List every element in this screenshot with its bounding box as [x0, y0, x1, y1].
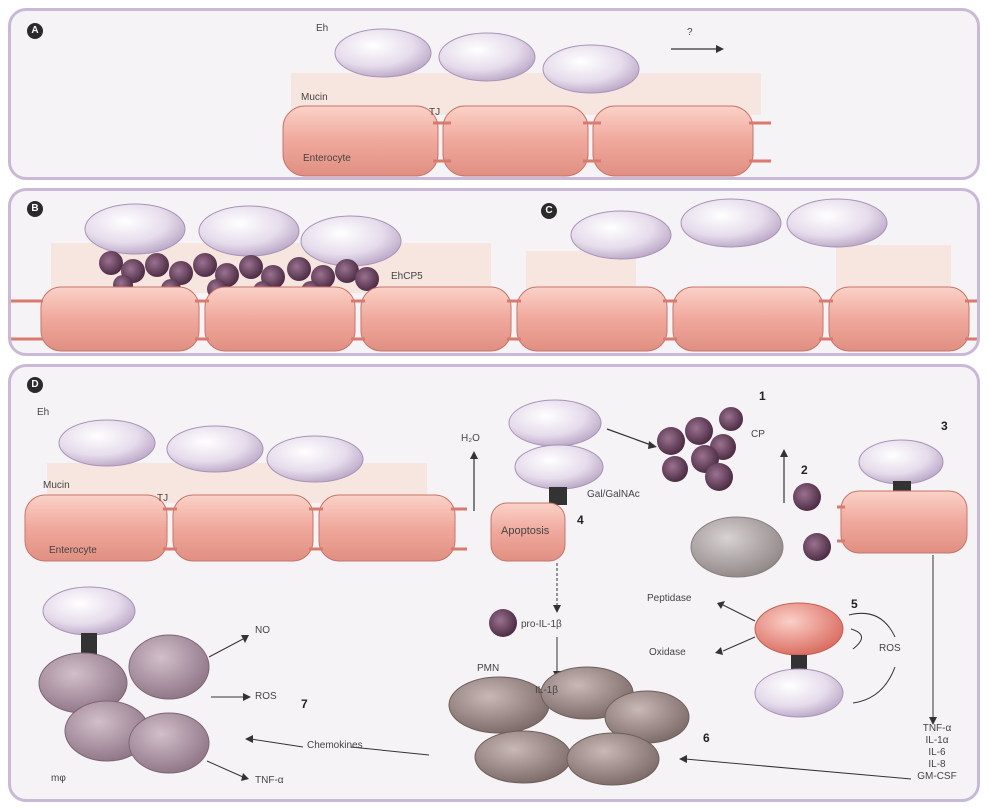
trophozoite: [509, 400, 601, 446]
cytokine-label: GM-CSF: [907, 771, 967, 782]
red-cell: [755, 603, 843, 655]
panel-a-graphic: [11, 11, 980, 180]
panel-d-graphic: [11, 367, 980, 802]
h2o-label: H₂O: [461, 433, 480, 444]
panel-bc-graphic: [11, 191, 980, 356]
enterocyte-cell: [283, 106, 438, 176]
pmn-cell: [449, 677, 549, 733]
question-label: ?: [687, 27, 693, 38]
eh-label: Eh: [316, 23, 328, 34]
trophozoite: [515, 445, 603, 489]
trophozoite: [43, 587, 135, 635]
pro-il1b-label: pro-IL-1β: [521, 619, 562, 630]
oxidase-label: Oxidase: [649, 647, 686, 658]
macrophage: [129, 635, 209, 699]
step-number-3: 3: [941, 419, 948, 433]
ros-right-label: ROS: [879, 643, 901, 654]
trophozoite: [267, 436, 363, 482]
ehcp5-label: EhCP5: [391, 271, 423, 282]
cytokine-label: TNF-α: [907, 723, 967, 734]
secreted-proteases: [793, 483, 831, 561]
step-number-6: 6: [703, 731, 710, 745]
pmn-cell: [475, 731, 571, 783]
enterocyte-cell: [443, 106, 588, 176]
pmn-cell: [567, 733, 659, 785]
no-label: NO: [255, 625, 270, 636]
host-cell: [691, 517, 783, 577]
enterocyte-cell: [593, 106, 753, 176]
step-number-7: 7: [301, 697, 308, 711]
trophozoite: [85, 204, 185, 254]
trophozoite: [59, 420, 155, 466]
trophozoite: [571, 211, 671, 259]
enterocyte-cell: [829, 287, 969, 351]
trophozoite: [335, 29, 431, 77]
peptidase-label: Peptidase: [647, 593, 691, 604]
trophozoite: [859, 440, 943, 484]
enterocyte-cell: [361, 287, 511, 351]
cytokine-label: IL-6: [907, 747, 967, 758]
mphi-label: mφ: [51, 773, 66, 784]
enterocyte-cell: [205, 287, 355, 351]
tj-label: TJ: [157, 493, 168, 504]
step-number-1: 1: [759, 389, 766, 403]
trophozoite: [167, 426, 263, 472]
macrophage: [129, 713, 209, 773]
il1b-label: IL-1β: [535, 685, 558, 696]
panel-d-badge: D: [27, 377, 43, 393]
apoptosis-label: Apoptosis: [501, 525, 549, 537]
trophozoite: [755, 669, 843, 717]
step-number-2: 2: [801, 463, 808, 477]
arrowhead: [716, 45, 724, 53]
trophozoite: [301, 216, 401, 266]
chemokines-label: Chemokines: [307, 740, 363, 751]
pro-il1b-protease: [489, 609, 517, 637]
cp-proteases: [657, 407, 743, 491]
enterocyte-cell: [517, 287, 667, 351]
trophozoite: [543, 45, 639, 93]
trophozoite: [439, 33, 535, 81]
cytokine-label: IL-1α: [907, 735, 967, 746]
trophozoite: [787, 199, 887, 247]
galgalnac-label: Gal/GalNAc: [587, 489, 640, 500]
panel-bc: B C EhCP5: [8, 188, 980, 356]
ros-left-label: ROS: [255, 691, 277, 702]
enterocyte-label: Enterocyte: [49, 545, 97, 556]
cp-label: CP: [751, 429, 765, 440]
mucin-patch: [836, 245, 951, 291]
eh-label: Eh: [37, 407, 49, 418]
pmn-label: PMN: [477, 663, 499, 674]
enterocyte-cell: [41, 287, 199, 351]
enterocyte-cell: [673, 287, 823, 351]
cytokine-label: IL-8: [907, 759, 967, 770]
step-number-5: 5: [851, 597, 858, 611]
enterocyte-cell: [319, 495, 455, 561]
trophozoite: [199, 206, 299, 256]
panel-c-badge: C: [541, 203, 557, 219]
mucin-label: Mucin: [43, 480, 70, 491]
panel-a: A Eh ? Mucin TJ Enterocyte: [8, 8, 980, 180]
step-number-4: 4: [577, 513, 584, 527]
trophozoite: [681, 199, 781, 247]
tnf-left-label: TNF-α: [255, 775, 284, 786]
mucin-label: Mucin: [301, 92, 328, 103]
enterocyte-label: Enterocyte: [303, 153, 351, 164]
gal-galnac-lectin: [549, 487, 567, 505]
panel-a-badge: A: [27, 23, 43, 39]
enterocyte-cell: [841, 491, 967, 553]
tj-label: TJ: [429, 107, 440, 118]
panel-d: D Eh Mucin TJ Enterocyte H₂O Gal/GalNAc …: [8, 364, 980, 802]
enterocyte-cell: [173, 495, 313, 561]
panel-b-badge: B: [27, 201, 43, 217]
